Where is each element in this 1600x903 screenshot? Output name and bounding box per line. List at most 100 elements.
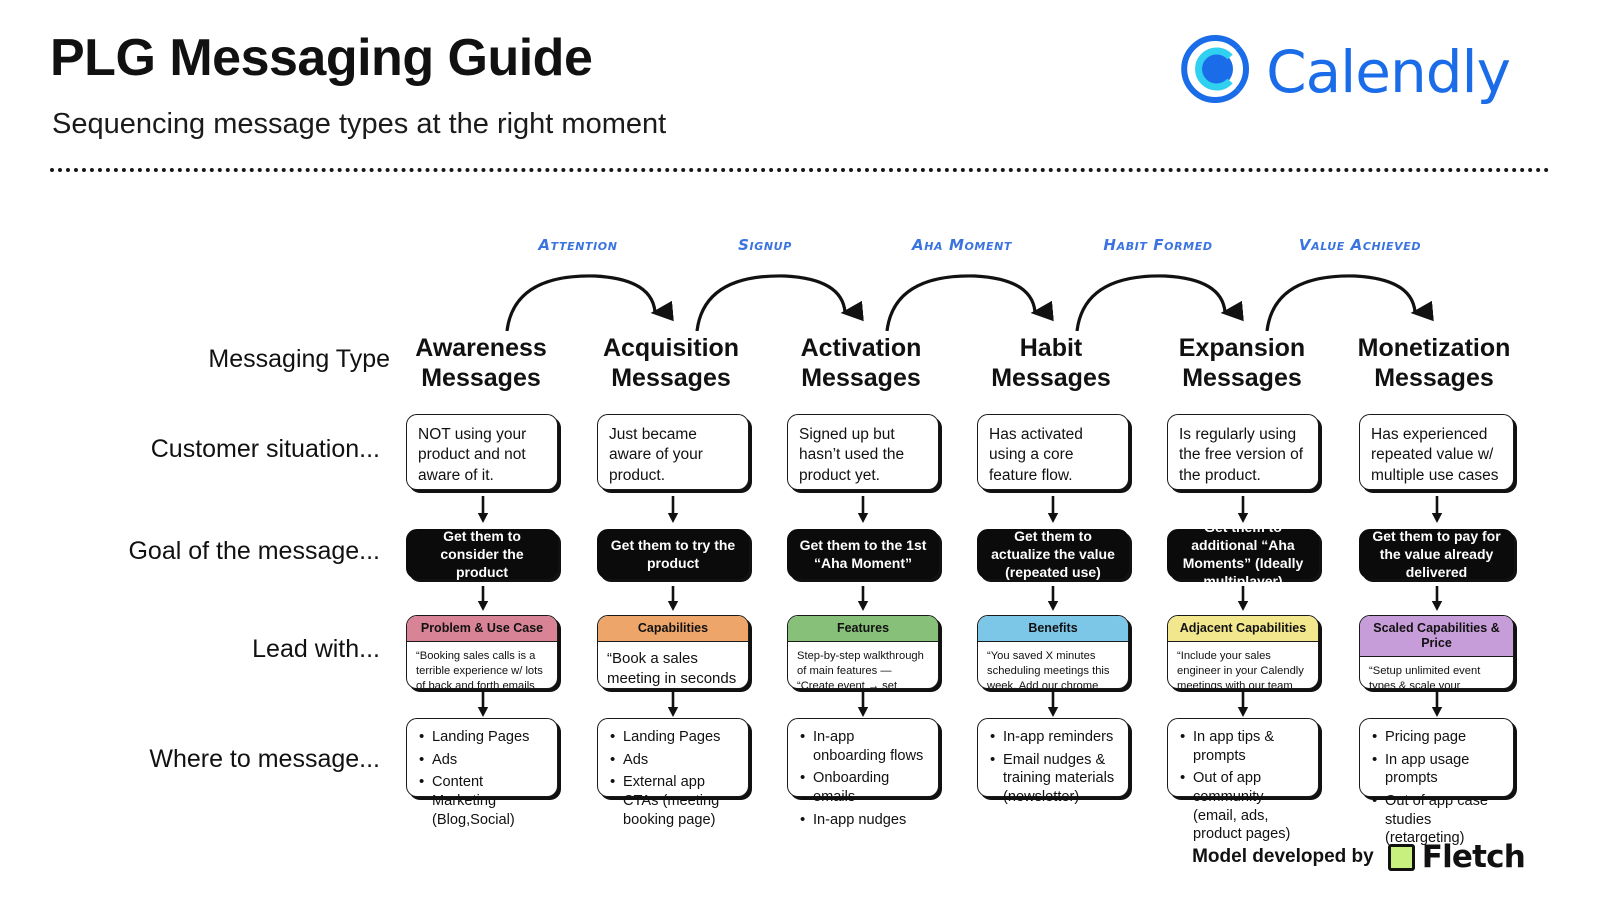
calendly-mark-icon — [1178, 32, 1252, 111]
goal-card-acquisition: Get them to try the product — [597, 529, 749, 579]
lead-body-text: Step-by-step walkthrough of main feature… — [797, 650, 924, 689]
stage-label-attention: Attention — [538, 236, 618, 254]
column-head-line2: Messages — [991, 363, 1111, 392]
flow-arrow-down-icon — [1046, 692, 1060, 718]
flow-arrow-down-icon — [1430, 586, 1444, 612]
column-head-line1: Monetization — [1357, 334, 1511, 362]
column-head-expansion: Expansion Messages — [1179, 334, 1305, 393]
column-head-awareness: Awareness Messages — [415, 334, 547, 393]
goal-card-monetization: Get them to pay for the value already de… — [1359, 528, 1514, 580]
list-item: In app tips & prompts — [1178, 727, 1308, 765]
fletch-square-icon — [1387, 843, 1415, 871]
where-list: Pricing pageIn app usage promptsOut of a… — [1370, 727, 1503, 848]
row-label-where-to-message: Where to message... — [149, 745, 380, 773]
column-head-line1: Awareness — [415, 334, 547, 362]
stage-flow-arcs: Attention Signup Aha Moment Habit Formed… — [0, 236, 1600, 331]
goal-card-activation: Get them to the 1st “Aha Moment” — [787, 529, 939, 579]
column-head-line2: Messages — [421, 363, 541, 392]
where-card-habit: In-app remindersEmail nudges & training … — [977, 718, 1129, 805]
lead-header-benefits: Benefits — [978, 616, 1128, 642]
lead-header-capabilities: Capabilities — [598, 616, 748, 642]
list-item: Content Marketing (Blog,Social) — [417, 772, 547, 829]
flow-arrow-down-icon — [1236, 692, 1250, 718]
list-item: Landing Pages — [417, 727, 547, 747]
where-card-monetization: Pricing pageIn app usage promptsOut of a… — [1359, 718, 1514, 846]
where-list: In-app onboarding flowsOnboarding emails… — [798, 727, 928, 830]
list-item: Email nudges & training materials (newsl… — [988, 750, 1118, 807]
flow-arrow-down-icon — [856, 496, 870, 524]
where-card-awareness: Landing PagesAdsContent Marketing (Blog,… — [406, 718, 558, 828]
lead-card-habit: Benefits “You saved X minutes scheduling… — [977, 615, 1129, 689]
list-item: In-app reminders — [988, 727, 1118, 747]
situation-card-acquisition: Just became aware of your product. — [597, 414, 749, 490]
lead-header-features: Features — [788, 616, 938, 642]
flow-arrow-down-icon — [1236, 496, 1250, 524]
column-head-line2: Messages — [801, 363, 921, 392]
flow-arrow-down-icon — [476, 496, 490, 524]
column-head-activation: Activation Messages — [801, 334, 922, 393]
list-item: Onboarding emails — [798, 768, 928, 806]
lead-card-monetization: Scaled Capabilities & Price “Setup unlim… — [1359, 615, 1514, 689]
calendly-wordmark: Calendly — [1266, 37, 1511, 106]
lead-card-awareness: Problem & Use Case “Booking sales calls … — [406, 615, 558, 689]
flow-arrow-down-icon — [856, 692, 870, 718]
row-label-messaging-type: Messaging Type — [208, 345, 390, 373]
lead-body-text: “You saved X minutes scheduling meetings… — [987, 650, 1110, 689]
flow-arrow-down-icon — [666, 692, 680, 718]
goal-card-expansion: Get them to additional “Aha Moments” (Id… — [1167, 519, 1319, 589]
lead-card-acquisition: Capabilities “Book a sales meeting in se… — [597, 615, 749, 689]
where-list: In-app remindersEmail nudges & training … — [988, 727, 1118, 807]
list-item: Ads — [608, 750, 738, 770]
situation-card-activation: Signed up but hasn’t used the product ye… — [787, 414, 939, 490]
column-head-line1: Habit — [1019, 334, 1083, 362]
row-label-lead-with: Lead with... — [252, 635, 380, 663]
flow-arrow-down-icon — [1046, 496, 1060, 524]
header-divider — [50, 168, 1550, 172]
lead-body-text: “Setup unlimited event types & scale you… — [1369, 665, 1481, 689]
where-list: In app tips & promptsOut of app communit… — [1178, 727, 1308, 844]
where-card-activation: In-app onboarding flowsOnboarding emails… — [787, 718, 939, 829]
goal-card-habit: Get them to actualize the value (repeate… — [977, 528, 1129, 580]
flow-arrow-down-icon — [856, 586, 870, 612]
lead-body-text: “Booking sales calls is a terrible exper… — [416, 650, 543, 689]
situation-card-expansion: Is regularly using the free version of t… — [1167, 414, 1319, 490]
where-card-acquisition: Landing PagesAdsExternal app CTAs (meeti… — [597, 718, 749, 828]
list-item: Landing Pages — [608, 727, 738, 747]
lead-body-text: “Book a sales meeting in seconds with a … — [607, 650, 737, 687]
lead-body-text: “Include your sales engineer in your Cal… — [1177, 650, 1304, 689]
column-head-line2: Messages — [1182, 363, 1302, 392]
stage-label-value-achieved: Value Achieved — [1298, 236, 1422, 254]
column-head-monetization: Monetization Messages — [1358, 334, 1511, 393]
calendly-logo: Calendly — [1178, 32, 1511, 111]
lead-card-expansion: Adjacent Capabilities “Include your sale… — [1167, 615, 1319, 689]
flow-arrow-down-icon — [1430, 496, 1444, 524]
list-item: External app CTAs (meeting booking page) — [608, 772, 738, 829]
column-head-line1: Expansion — [1178, 334, 1306, 362]
fletch-wordmark: Fletch — [1421, 839, 1526, 875]
column-head-habit: Habit Messages — [991, 334, 1111, 393]
where-list: Landing PagesAdsContent Marketing (Blog,… — [417, 727, 547, 829]
situation-card-awareness: NOT using your product and not aware of … — [406, 414, 558, 490]
flow-arrow-down-icon — [1236, 586, 1250, 612]
situation-card-monetization: Has experienced repeated value w/ multip… — [1359, 414, 1514, 490]
where-list: Landing PagesAdsExternal app CTAs (meeti… — [608, 727, 738, 829]
footer-credit-text: Model developed by — [1192, 846, 1374, 867]
lead-header-scaled-capabilities-price: Scaled Capabilities & Price — [1360, 616, 1513, 657]
footer-credit: Model developed by Fletch — [1192, 839, 1526, 875]
list-item: In-app nudges — [798, 810, 928, 830]
situation-card-habit: Has activated using a core feature flow. — [977, 414, 1129, 490]
list-item: Out of app case studies (retargeting) — [1370, 791, 1503, 848]
flow-arrow-down-icon — [666, 496, 680, 524]
lead-card-activation: Features Step-by-step walkthrough of mai… — [787, 615, 939, 689]
column-head-line2: Messages — [1374, 363, 1494, 392]
flow-arrow-down-icon — [1046, 586, 1060, 612]
lead-header-problem-use-case: Problem & Use Case — [407, 616, 557, 642]
flow-arrow-down-icon — [476, 692, 490, 718]
column-head-line2: Messages — [611, 363, 731, 392]
list-item: In app usage prompts — [1370, 750, 1503, 788]
column-head-acquisition: Acquisition Messages — [603, 334, 739, 393]
stage-label-habit-formed: Habit Formed — [1103, 236, 1213, 254]
list-item: Ads — [417, 750, 547, 770]
list-item: Out of app community (email, ads, produc… — [1178, 768, 1308, 844]
